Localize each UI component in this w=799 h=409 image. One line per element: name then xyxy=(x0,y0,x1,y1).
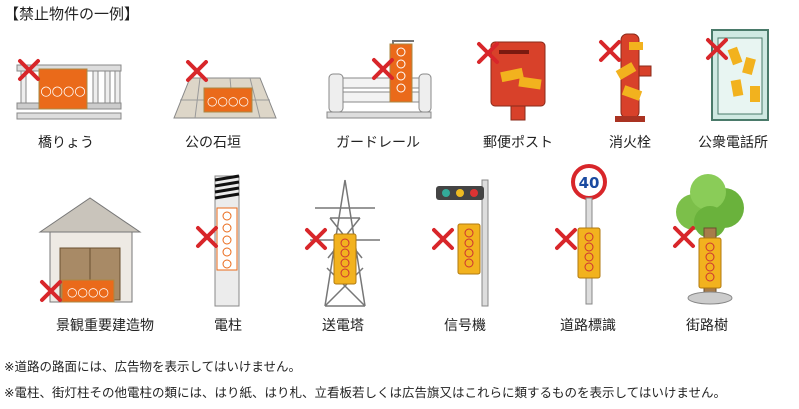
item-label: 郵便ポスト xyxy=(483,135,553,151)
sign-text: ○○○○ xyxy=(40,84,85,99)
utility-pole-illustration xyxy=(196,174,240,307)
item-guardrail xyxy=(325,38,435,124)
item-label: 道路標識 xyxy=(560,318,616,334)
item-traffic-signal xyxy=(432,178,502,310)
item-label: 橋りょう xyxy=(38,135,94,151)
item-label: 消火栓 xyxy=(609,135,651,151)
landmark-building-illustration: ○○○○ xyxy=(38,197,142,303)
item-phone-booth xyxy=(700,28,772,126)
item-fire-hydrant xyxy=(595,30,665,126)
speed-limit-text: 40 xyxy=(579,174,600,192)
item-transmission-tower xyxy=(300,178,390,310)
fire-hydrant-illustration xyxy=(599,33,652,122)
item-postbox xyxy=(475,38,555,126)
item-label: 公の石垣 xyxy=(185,135,241,151)
stone-wall-illustration: ○○○○ xyxy=(173,60,277,119)
postbox-illustration xyxy=(477,41,546,121)
guardrail-illustration xyxy=(326,40,432,119)
item-road-sign: 40 xyxy=(555,164,625,310)
phone-booth-illustration xyxy=(706,29,769,121)
item-landmark-building: ○○○○ xyxy=(38,196,148,310)
note-road-surface: ※道路の路面には、広告物を表示してはいけません。 xyxy=(4,359,301,374)
item-label: 送電塔 xyxy=(322,318,364,334)
note-utility-poles: ※電柱、街灯柱その他電柱の類には、はり紙、はり札、立看板若しくは広告旗又はこれら… xyxy=(4,385,726,400)
sign-text: ○○○○ xyxy=(207,94,249,108)
page-title: 【禁止物件の一例】 xyxy=(4,5,140,23)
item-label: 街路樹 xyxy=(686,318,728,334)
street-tree-illustration xyxy=(673,174,744,305)
item-street-tree xyxy=(670,172,750,310)
item-label: ガードレール xyxy=(336,135,420,151)
item-label: 信号機 xyxy=(444,318,486,334)
bridge-illustration: ○○○○ xyxy=(16,59,122,120)
sign-text: ○○○○ xyxy=(67,285,109,299)
traffic-signal-illustration xyxy=(432,179,489,307)
item-label: 景観重要建造物 xyxy=(56,318,154,334)
transmission-tower-illustration xyxy=(305,179,380,307)
item-label: 電柱 xyxy=(214,318,242,334)
item-utility-pole xyxy=(195,174,255,310)
item-label: 公衆電話所 xyxy=(698,135,768,151)
item-stone-wall: ○○○○ xyxy=(170,60,280,126)
item-bridge: ○○○○ xyxy=(15,55,125,125)
road-sign-illustration: 40 xyxy=(555,164,607,305)
